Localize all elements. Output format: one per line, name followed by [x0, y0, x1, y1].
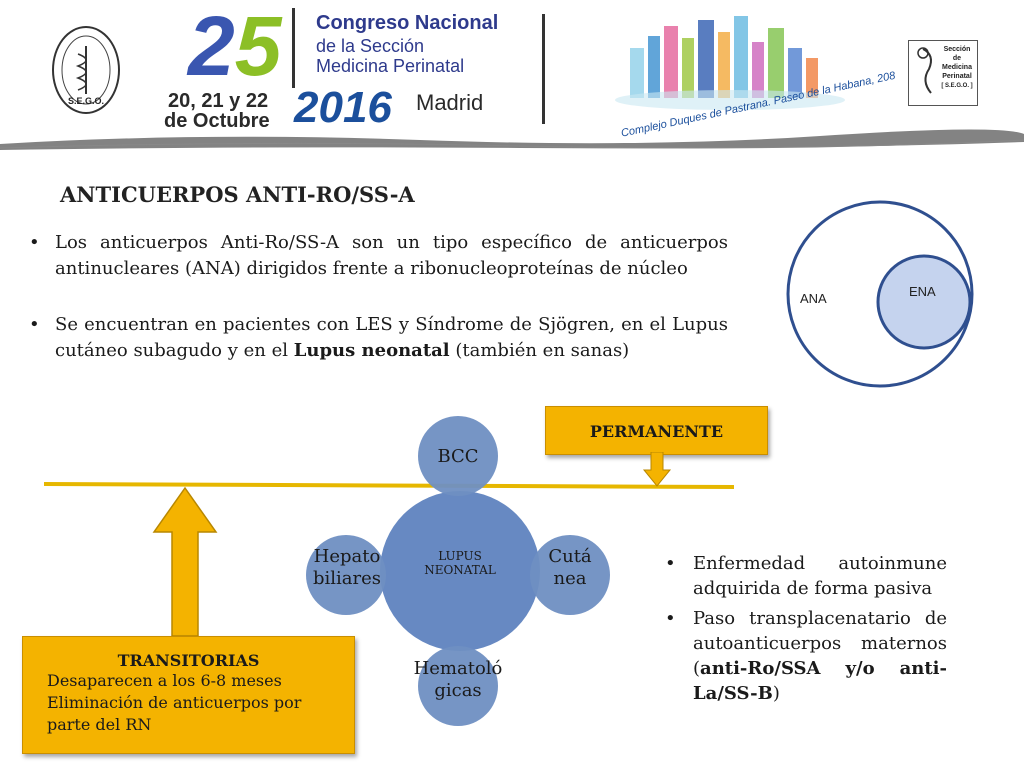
slide-title: ANTICUERPOS ANTI-RO/SS-A [60, 182, 415, 207]
cycle-node-left-line1: Hepato [313, 546, 381, 567]
event-city: Madrid [416, 90, 484, 115]
right-bullet-item-1: • Enfermedad autoinmune adquirida de for… [665, 551, 947, 601]
right-bullet-1-text: Enfermedad autoinmune adquirida de forma… [693, 553, 947, 599]
caduceus-icon [61, 35, 111, 105]
permanent-box: PERMANENTE [545, 406, 768, 455]
transient-box: TRANSITORIAS Desaparecen a los 6-8 meses… [22, 636, 355, 754]
bullet-item-1: • Los anticuerpos Anti-Ro/SS-A son un ti… [29, 230, 728, 282]
right-bullet-2-text-bold: anti-Ro/SSA y/o anti-La/SS-B [693, 658, 947, 704]
transient-heading: TRANSITORIAS [117, 651, 260, 670]
cycle-node-left-line2: biliares [312, 568, 382, 589]
cycle-center-node [380, 491, 540, 651]
cycle-node-top [418, 416, 498, 496]
cycle-node-right-label: Cutá nea [530, 546, 610, 590]
congress-title: Congreso Nacional [316, 12, 499, 34]
cycle-node-left [306, 535, 386, 615]
cycle-center-label: LUPUS NEONATAL [410, 549, 510, 577]
cycle-node-right [530, 535, 610, 615]
up-arrow-icon [152, 486, 218, 637]
ana-ena-venn-diagram [786, 200, 974, 388]
banner-divider-right [542, 14, 545, 124]
transient-line-1: Desaparecen a los 6-8 meses [47, 671, 282, 690]
madrid-skyline-illustration [615, 16, 845, 110]
transient-line-2: Eliminación de anticuerpos por [47, 693, 302, 712]
right-bullet-2-text-before: Paso transplacenatario de autoanticuerpo… [693, 608, 947, 679]
event-dates-line2: de Octubre [164, 110, 270, 132]
digit-two: 2 [188, 0, 235, 93]
bullet-2-text-after: (también en sanas) [449, 340, 630, 361]
threshold-line [43, 482, 735, 489]
bullet-2-text-bold: Lupus neonatal [293, 340, 450, 361]
cycle-node-bottom-line1: Hematoló [413, 658, 503, 679]
bullet-item-2: • Se encuentran en pacientes con LES y S… [29, 312, 728, 364]
cycle-center-line1: LUPUS [438, 549, 482, 563]
lupus-neonatal-cycle-diagram [306, 416, 610, 726]
transient-line-3: parte del RN [47, 715, 152, 734]
perinatal-logo-title: Sección de Medicina Perinatal [942, 46, 972, 80]
bullet-2-text-before: Se encuentran en pacientes con LES y Sín… [55, 314, 728, 361]
permanent-label: PERMANENTE [589, 422, 724, 441]
perinatal-logo-sub: [ S.E.G.O. ] [941, 83, 973, 89]
event-dates-line1: 20, 21 y 22 [168, 90, 269, 112]
event-year: 2016 [294, 83, 392, 132]
sego-seal-text: S.E.G.O. [67, 96, 104, 106]
right-bullet-item-2: • Paso transplacenatario de autoanticuer… [665, 606, 947, 706]
banner-divider-left [292, 8, 295, 88]
congress-subtitle-1: de la Sección [316, 36, 425, 56]
cycle-node-bottom-label: Hematoló gicas [408, 658, 508, 702]
cycle-node-right-line1: Cutá [548, 546, 592, 567]
digit-five: 5 [234, 0, 282, 93]
perinatal-section-logo: Sección de Medicina Perinatal [ S.E.G.O.… [908, 40, 978, 106]
fetus-icon [917, 47, 932, 94]
sego-seal-logo: S.E.G.O. [52, 26, 120, 114]
cycle-node-bottom [418, 646, 498, 726]
cycle-center-line2: NEONATAL [424, 563, 496, 577]
bullet-dot-icon: • [29, 232, 40, 253]
congress-subtitle-2: Medicina Perinatal [316, 56, 465, 76]
cycle-node-bottom-line2: gicas [434, 680, 482, 701]
ana-label: ANA [800, 291, 827, 306]
ena-label: ENA [909, 284, 936, 299]
anniversary-number: 25 [188, 4, 281, 88]
cycle-node-top-label: BCC [437, 446, 479, 467]
right-bullet-2-text-after: ) [772, 683, 780, 704]
ena-inner-circle [876, 254, 972, 350]
cycle-node-right-line2: nea [553, 568, 587, 589]
bullet-1-text: Los anticuerpos Anti-Ro/SS-A son un tipo… [55, 232, 728, 279]
bullet-dot-icon: • [29, 314, 40, 335]
banner-brush-stroke [0, 129, 1024, 150]
conference-banner: S.E.G.O. 25 20, 21 y 22 de Octubre Congr… [0, 0, 1024, 150]
bullet-dot-icon: • [665, 553, 676, 574]
bullet-dot-icon: • [665, 608, 676, 629]
cycle-node-left-label: Hepato biliares [302, 546, 392, 590]
down-arrow-icon [642, 452, 672, 487]
